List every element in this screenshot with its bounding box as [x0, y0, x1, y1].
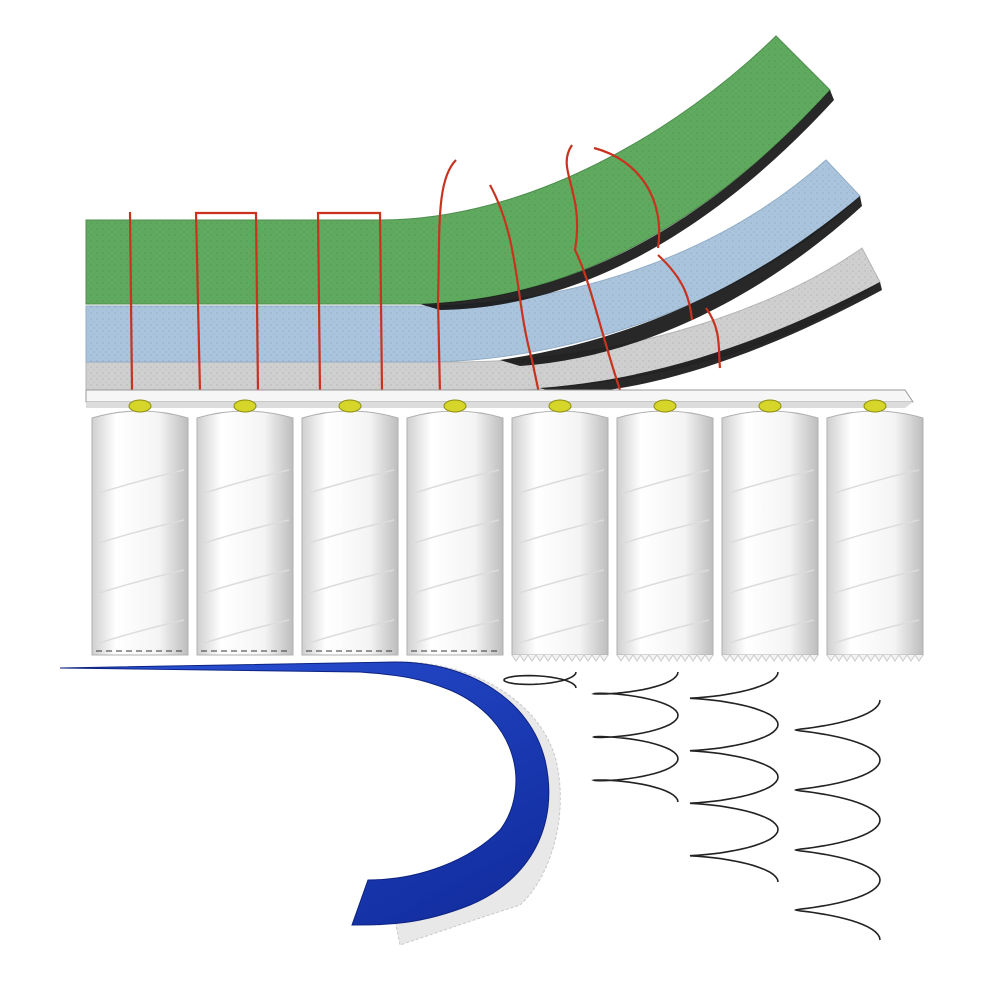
- coil-spring-2: [591, 671, 679, 803]
- stitch-8: [657, 254, 694, 321]
- foam-plug-5: [548, 399, 572, 413]
- pocket-springs: [91, 399, 924, 662]
- foam-plug-7: [758, 399, 782, 413]
- coil-spring-1: [503, 671, 577, 689]
- stitch-6: [565, 144, 622, 391]
- pocket-spring-8: [826, 399, 924, 662]
- exposed-coil-springs: [503, 671, 881, 941]
- stitch-5: [489, 184, 587, 402]
- stitch-4: [436, 159, 457, 396]
- base-layer: [59, 661, 561, 946]
- foam-plug-8: [863, 399, 887, 413]
- pocket-spring-3: [301, 399, 399, 656]
- foam-plug-2: [233, 399, 257, 413]
- coil-spring-3: [689, 671, 779, 883]
- foam-layers: [85, 35, 882, 394]
- pocket-spring-4: [406, 399, 504, 656]
- stitch-9: [705, 307, 722, 369]
- top-board: [85, 389, 914, 408]
- foam-plug-4: [443, 399, 467, 413]
- coil-spring-4: [793, 699, 881, 941]
- foam-plug-1: [128, 399, 152, 413]
- foam-plug-3: [338, 399, 362, 413]
- blue-base-layer: [59, 661, 550, 926]
- pocket-spring-7: [721, 399, 819, 662]
- stitch-7: [593, 146, 661, 249]
- pocket-spring-2: [196, 399, 294, 656]
- pocket-spring-5: [511, 399, 609, 662]
- pocket-spring-6: [616, 399, 714, 662]
- foam-plug-6: [653, 399, 677, 413]
- pocket-spring-1: [91, 399, 189, 656]
